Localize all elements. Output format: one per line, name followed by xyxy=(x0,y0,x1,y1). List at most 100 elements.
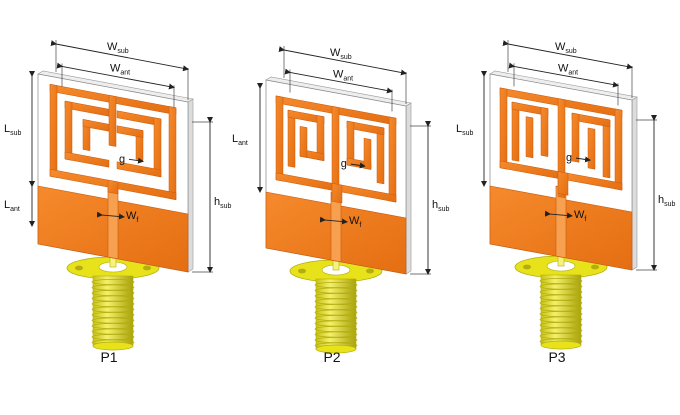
label-h_sub-subscript: sub xyxy=(220,203,231,210)
p1-radiator-trace xyxy=(107,179,119,195)
p1-label-lsub: Lsub xyxy=(4,123,22,137)
p1-label-wf: Wf xyxy=(126,210,138,224)
p2-dim-want xyxy=(284,68,393,94)
p1-radiator-trace xyxy=(116,161,162,178)
p1-label-gap: g xyxy=(119,153,125,165)
p3-flange-hole xyxy=(591,264,599,270)
p3-radiator-trace xyxy=(499,87,508,170)
caption-p2: P2 xyxy=(323,349,340,365)
p3-connector-body xyxy=(540,274,582,346)
p2-label-wf: Wf xyxy=(349,215,361,229)
caption-p1: P1 xyxy=(100,349,117,365)
p1-radiator-trace xyxy=(153,117,162,178)
p1-radiator-trace xyxy=(168,106,177,201)
label-w_f-main: W xyxy=(574,209,585,221)
p2-connector-bottom xyxy=(315,344,357,354)
p1-label-want: Want xyxy=(110,62,130,76)
p1-dim-gap xyxy=(128,157,144,164)
label-w_f-subscript: f xyxy=(359,222,361,229)
p1-flange-hole xyxy=(143,265,151,271)
p2-radiator-trace xyxy=(299,126,308,158)
p3-radiator-trace xyxy=(525,116,534,159)
p2-radiator-trace xyxy=(388,116,397,203)
p3-label-wsub: Wsub xyxy=(555,41,577,55)
p2-dim-wf xyxy=(319,216,348,225)
p3-radiator-trace xyxy=(571,112,580,163)
label-l_sub-main: L xyxy=(4,123,10,135)
p1-substrate-edge xyxy=(187,98,194,273)
label-l_ant-subscript: ant xyxy=(10,206,20,213)
p2-flange-hole xyxy=(298,268,306,274)
p3-label-hsub: hsub xyxy=(658,194,676,208)
p3-radiator-trace xyxy=(614,108,623,191)
p1-radiator-trace xyxy=(64,151,110,168)
label-l_ant-main: L xyxy=(4,199,10,211)
p1-label-hsub: hsub xyxy=(214,196,232,210)
p2-radiator-trace xyxy=(376,126,385,185)
label-w_ant-subscript: ant xyxy=(343,75,353,82)
p1-label-lant: Lant xyxy=(4,199,20,213)
p3-radiator-trace xyxy=(540,107,549,157)
p3-connector-bottom xyxy=(540,340,582,350)
label-w_sub-subscript: sub xyxy=(340,54,351,61)
p2-radiator-trace xyxy=(275,95,284,182)
label-l_ant-subscript: ant xyxy=(238,140,248,147)
p2-label-wsub: Wsub xyxy=(330,47,352,61)
label-w_ant-subscript: ant xyxy=(568,69,578,76)
label-w_sub-main: W xyxy=(330,47,341,59)
p1-connector-bottom xyxy=(92,341,134,351)
p3-label-gap: g xyxy=(566,152,572,164)
label-h_sub-main: h xyxy=(214,196,220,208)
p2-label-hsub: hsub xyxy=(432,199,450,213)
p2-dim-gap xyxy=(350,162,366,169)
p2-substrate-edge xyxy=(405,102,412,275)
p3-dim-want xyxy=(508,62,619,88)
p1-dim-want xyxy=(56,62,175,90)
p3-label-want: Want xyxy=(558,62,578,76)
label-w_f-main: W xyxy=(349,215,360,227)
p1-radiator-trace xyxy=(49,83,58,178)
label-w_ant-main: W xyxy=(110,62,121,74)
p2-label-gap: g xyxy=(341,158,347,170)
p2-label-lant: Lant xyxy=(232,133,248,147)
caption-p3: P3 xyxy=(548,349,565,365)
p2-flange-hole xyxy=(366,268,374,274)
label-w_ant-main: W xyxy=(333,68,344,80)
p3-radiator-trace xyxy=(602,118,611,179)
p2-label-want: Want xyxy=(333,68,353,82)
p3-substrate-edge xyxy=(631,96,638,271)
p1-flange-hole xyxy=(75,265,83,271)
label-h_sub-main: h xyxy=(658,194,664,206)
p1-dim-wf xyxy=(96,211,125,220)
label-w_sub-main: W xyxy=(107,41,118,53)
label-w_sub-subscript: sub xyxy=(117,48,128,55)
p3-label-lsub: Lsub xyxy=(456,123,474,137)
label-l_sub-subscript: sub xyxy=(462,130,473,137)
label-w_ant-main: W xyxy=(558,62,569,74)
label-w_sub-main: W xyxy=(555,41,566,53)
p1-label-wsub: Wsub xyxy=(107,41,129,55)
p3-flange-hole xyxy=(523,264,531,270)
p1-radiator-trace xyxy=(108,94,117,147)
p1-connector-body xyxy=(92,275,134,347)
p3-radiator-trace xyxy=(557,171,569,196)
p2-radiator-trace xyxy=(287,109,296,168)
label-h_sub-subscript: sub xyxy=(664,201,675,208)
p2-radiator-trace xyxy=(363,137,372,170)
label-w_f-subscript: f xyxy=(584,216,586,223)
label-h_sub-subscript: sub xyxy=(438,206,449,213)
p2-connector-body xyxy=(315,278,357,350)
p3-dim-wf xyxy=(544,210,573,219)
p1-radiator-trace xyxy=(116,125,144,138)
p3-label-wf: Wf xyxy=(574,209,586,223)
p1-feed-line xyxy=(107,186,119,260)
label-w_f-subscript: f xyxy=(136,217,138,224)
label-w_sub-subscript: sub xyxy=(565,48,576,55)
p3-radiator-trace xyxy=(511,101,520,162)
label-w_f-main: W xyxy=(126,210,137,222)
